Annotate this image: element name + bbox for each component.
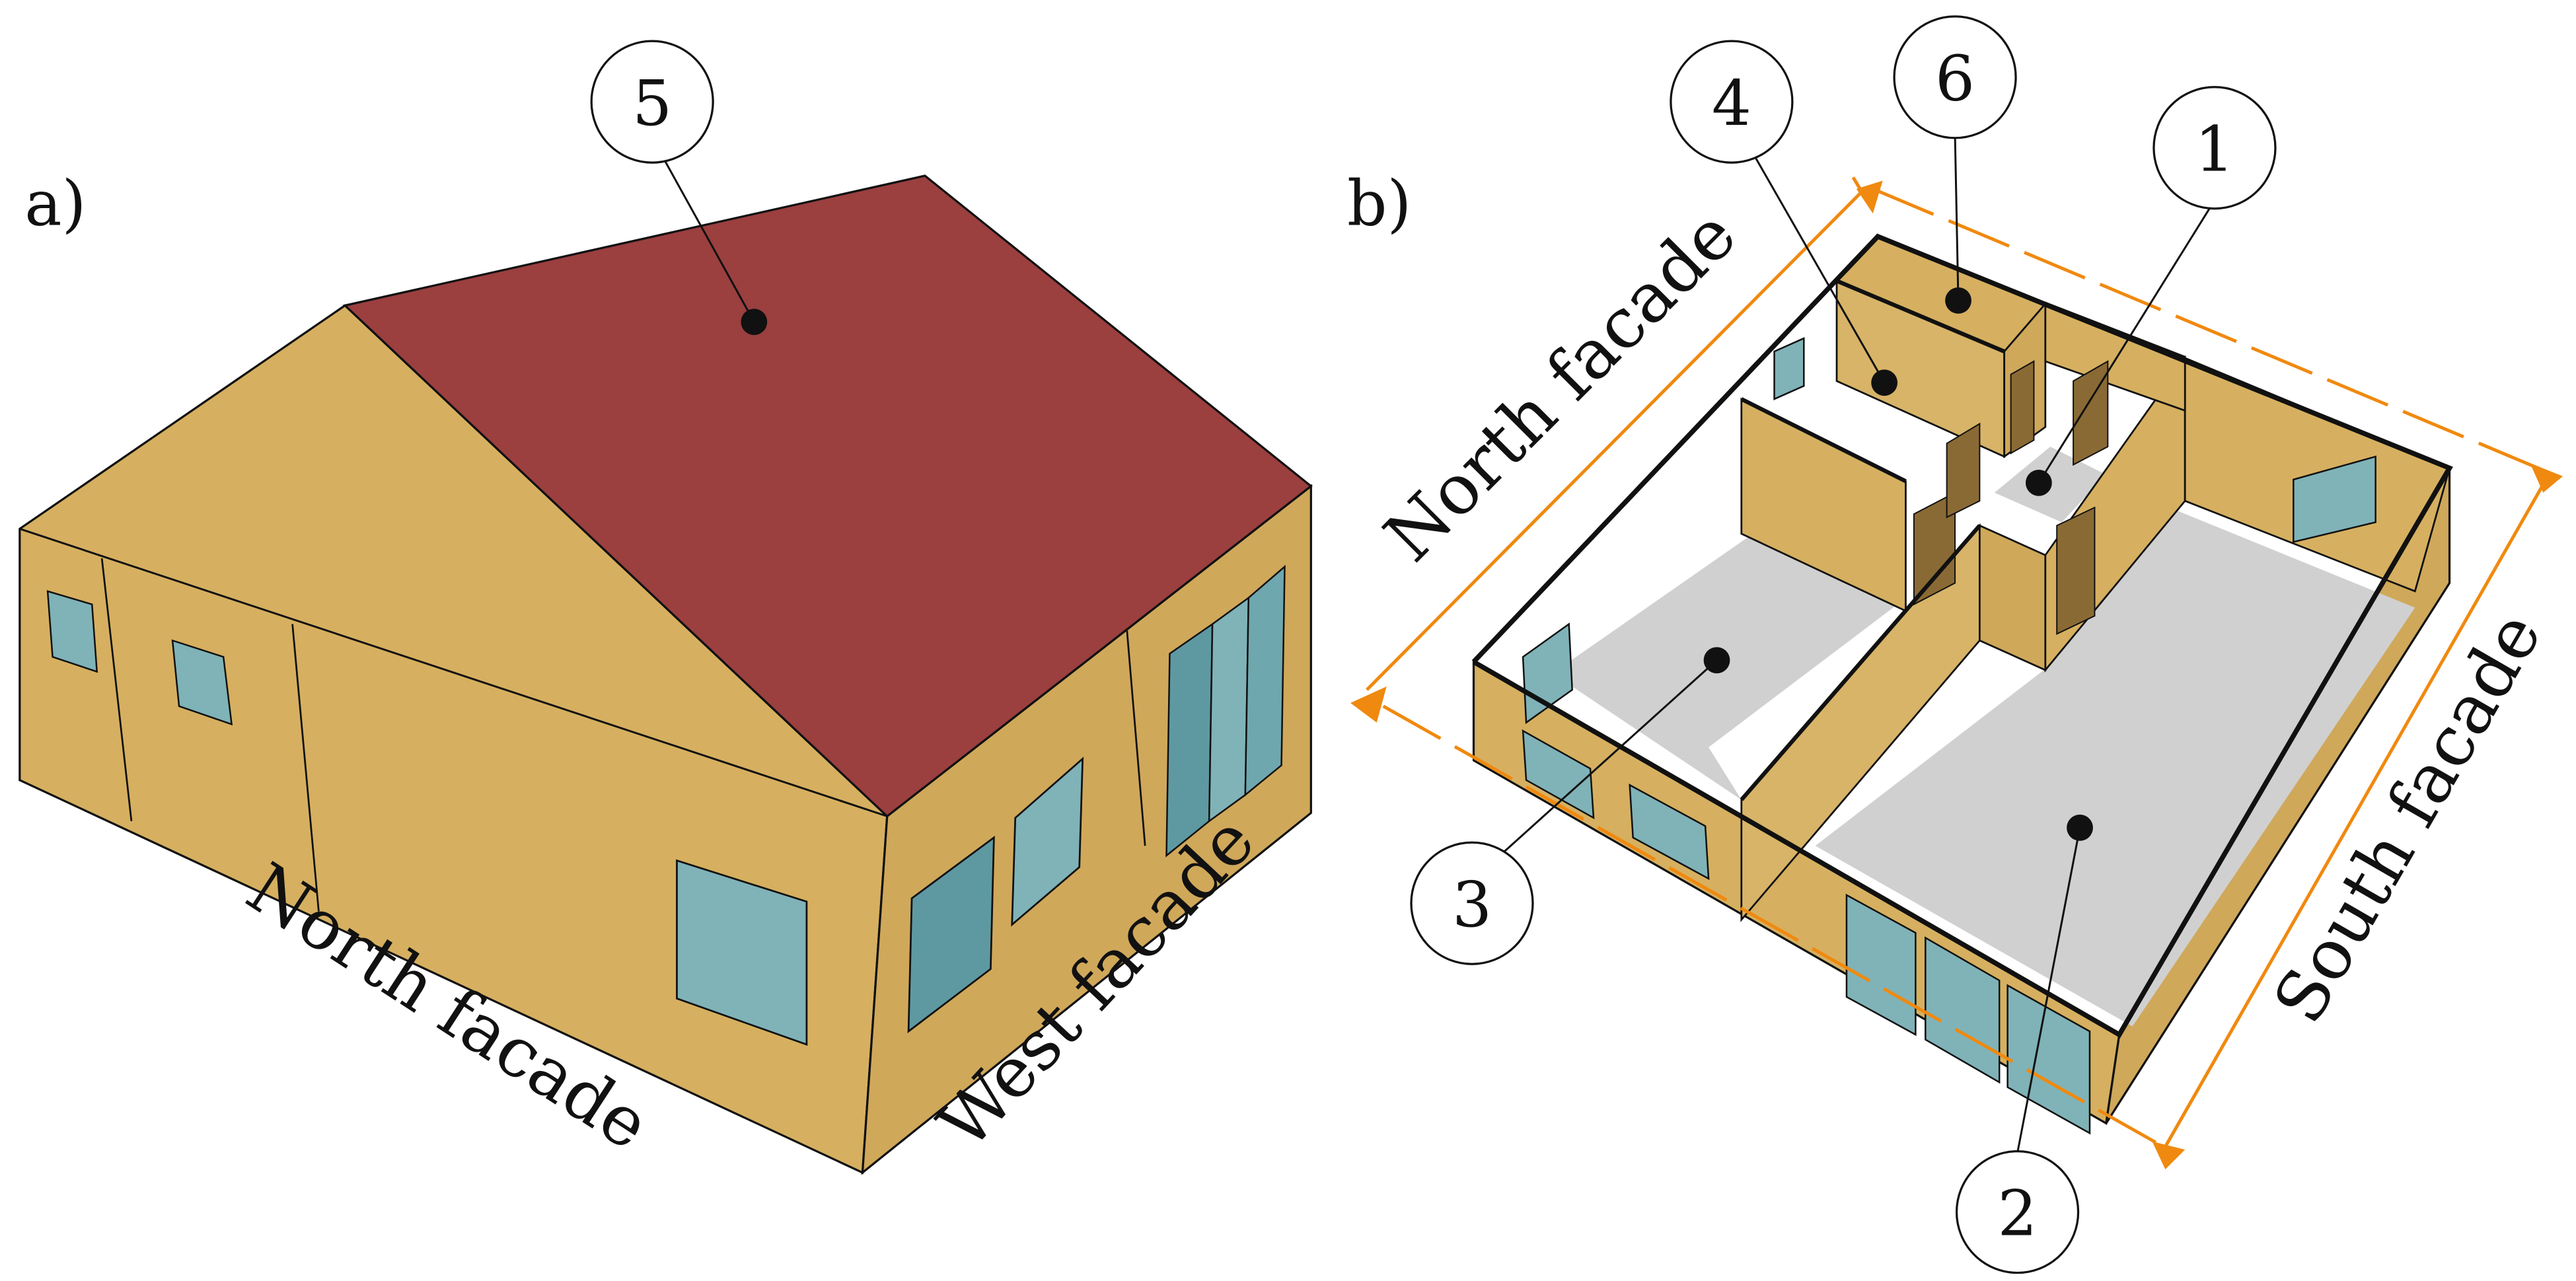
window	[1773, 337, 1805, 400]
interior-wall	[1978, 524, 2047, 672]
glazed-door	[2006, 984, 2091, 1135]
window	[1629, 784, 1710, 881]
callout-dot	[2067, 815, 2093, 841]
callout-bubble	[1410, 841, 1534, 965]
callout-1-label: 1	[2195, 114, 2234, 186]
interior-wall-top	[1740, 397, 1907, 484]
dimension-arrow	[1856, 180, 1883, 214]
interior-wall-top	[1835, 279, 2005, 353]
panel-a-label: a)	[24, 168, 86, 240]
callout-bubble	[1893, 15, 2017, 139]
callout-4-label: 4	[1712, 67, 1751, 140]
door	[2010, 360, 2035, 455]
eave-line	[19, 528, 888, 817]
callout-6-label: 6	[1935, 43, 1975, 116]
wall-joint	[1126, 630, 1146, 846]
window	[1522, 729, 1595, 820]
dimension-west	[1382, 704, 2170, 1152]
dimension-arrow	[1350, 686, 1387, 723]
dimension-arrow	[2530, 463, 2563, 493]
interior-wall-top	[2044, 301, 2186, 360]
door	[1946, 422, 1981, 519]
glazed-door	[1925, 936, 2001, 1084]
north-facade-label-b: North facade	[1369, 194, 1751, 577]
panel-b: b)	[1347, 15, 2563, 1274]
callout-dot	[1871, 369, 1898, 396]
interior-wall-top	[1740, 524, 1981, 801]
window	[171, 639, 233, 726]
callout-leader	[1954, 134, 1960, 301]
door	[2073, 360, 2109, 466]
door	[1913, 492, 1956, 606]
callout-bubble	[1670, 40, 1794, 164]
dimension-arrow	[2152, 1141, 2186, 1169]
callout-dot	[1703, 647, 1730, 674]
panel-b-label: b)	[1347, 168, 1411, 240]
callout-bubble	[590, 40, 714, 164]
callout-dot	[2025, 469, 2052, 496]
callout-2-label: 2	[1997, 1177, 2037, 1250]
callout-leader	[1500, 659, 1718, 855]
callout-leader	[2038, 200, 2216, 484]
callout-leader	[2016, 827, 2081, 1153]
roof	[342, 174, 1313, 818]
dimension-east	[1872, 187, 2551, 475]
floor-room-2	[1815, 505, 2415, 1027]
window	[1522, 622, 1573, 725]
window	[2293, 455, 2376, 543]
glazed-door	[1208, 596, 1250, 823]
door	[2056, 506, 2096, 636]
outer-wall-top	[1471, 233, 2453, 1039]
window	[1011, 756, 1084, 927]
callout-dot	[1945, 287, 1971, 314]
glazed-door	[1845, 893, 1917, 1037]
callout-bubble	[1955, 1150, 2080, 1274]
dimension-south	[2162, 484, 2545, 1151]
window	[907, 836, 995, 1033]
wall-joint	[100, 558, 133, 822]
interior-wall	[2044, 302, 2186, 412]
callout-5-label: 5	[632, 67, 672, 140]
callout-3-label: 3	[1452, 869, 1492, 941]
callout-leader	[1753, 155, 1886, 383]
glazed-door	[1244, 564, 1286, 797]
window	[676, 859, 808, 1046]
wall-joint	[291, 624, 320, 912]
window	[46, 590, 98, 673]
panel-a: a) 5 North facade West facade	[18, 40, 1313, 1175]
callout-dot	[741, 309, 768, 336]
callout-bubble	[2153, 86, 2277, 210]
callout-leader	[659, 152, 755, 322]
